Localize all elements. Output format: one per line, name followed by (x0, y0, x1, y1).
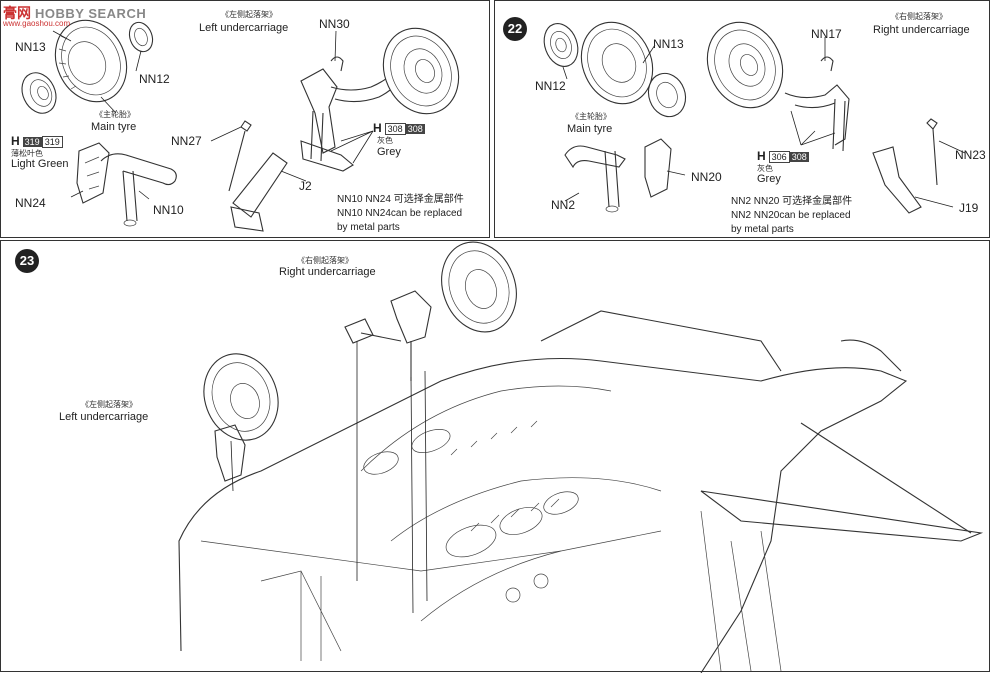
hub-nn13-illustration (21, 72, 57, 114)
paint-grey-right-en: Grey (757, 173, 781, 185)
strut-parts-left-illustration (76, 142, 177, 227)
part-label-nn12-right: NN12 (535, 79, 566, 93)
paint-light-green-en: Light Green (11, 158, 69, 170)
metal-parts-note-line3: by metal parts (337, 222, 400, 233)
step-22-panel: 22 《右侧起落架》 Right undercarriage NN12 NN13… (494, 0, 990, 238)
right-undercarriage-title-cn: 《右侧起落架》 (891, 12, 947, 21)
left-undercarriage-title-en: Left undercarriage (199, 22, 289, 34)
main-leg-right-illustration (784, 56, 938, 214)
strut-parts-right-illustration (564, 138, 672, 213)
hub-nn13-right-illustration (647, 72, 687, 118)
part-label-nn20: NN20 (691, 170, 722, 184)
main-tyre-right-illustration (580, 21, 654, 105)
part-label-nn10: NN10 (153, 203, 184, 217)
hub-nn12-illustration (128, 21, 154, 53)
part-label-j2: J2 (299, 179, 312, 193)
part-label-nn30: NN30 (319, 17, 350, 31)
left-undercarriage-assembly-label-cn: 《左侧起落架》 (81, 400, 137, 409)
step-number-badge-22: 22 (503, 17, 527, 41)
metal-parts-note-right-line2: NN2 NN20can be replaced (731, 210, 851, 221)
step-number-badge-23: 23 (15, 249, 39, 273)
part-label-nn13: NN13 (15, 40, 46, 54)
part-label-nn24: NN24 (15, 196, 46, 210)
part-label-nn23: NN23 (955, 148, 986, 162)
main-tyre-right-label-cn: 《主轮胎》 (571, 112, 611, 121)
left-undercarriage-title-cn: 《左侧起落架》 (221, 10, 277, 19)
step-23-panel: 23 《右侧起落架》 Right undercarriage 《左侧起落架》 L… (0, 240, 990, 673)
aircraft-fuselage-illustration (178, 310, 984, 673)
main-tyre-label-cn: 《主轮胎》 (95, 110, 135, 119)
metal-parts-note-line1: NN10 NN24 可选择金属部件 (337, 194, 464, 205)
paint-grey-left-en: Grey (377, 146, 401, 158)
right-undercarriage-assembly-label-cn: 《右侧起落架》 (297, 256, 353, 265)
paint-light-green-cn: 薄松叶色 (11, 149, 43, 158)
paint-grey-right-cn: 灰色 (757, 164, 773, 173)
paint-grey-left-cn: 灰色 (377, 136, 393, 145)
engine-bay-illustration (363, 429, 579, 558)
part-label-nn27: NN27 (171, 134, 202, 148)
part-label-nn12: NN12 (139, 72, 170, 86)
main-tyre-right-label-en: Main tyre (567, 123, 613, 135)
tyre-on-leg-right-illustration (706, 21, 784, 109)
right-undercarriage-wheel-illustration (344, 241, 517, 381)
step-21-drawing (21, 19, 460, 232)
right-undercarriage-title-en: Right undercarriage (873, 24, 970, 36)
main-tyre-label-en: Main tyre (91, 121, 137, 133)
metal-parts-note-line2: NN10 NN24can be replaced (337, 208, 463, 219)
part-label-nn13-right: NN13 (653, 37, 684, 51)
hub-nn12-right-illustration (543, 23, 579, 67)
right-undercarriage-assembly-label-en: Right undercarriage (279, 266, 376, 278)
metal-parts-note-right-line3: by metal parts (731, 224, 794, 235)
tyre-on-leg-left-illustration (382, 27, 460, 115)
main-leg-left-illustration (228, 56, 398, 232)
metal-parts-note-right-line1: NN2 NN20 可选择金属部件 (731, 196, 853, 207)
step-23-drawing (178, 241, 984, 673)
part-label-nn17: NN17 (811, 27, 842, 41)
part-label-nn2: NN2 (551, 198, 576, 212)
main-tyre-left-illustration (54, 19, 128, 103)
left-undercarriage-assembly-label-en: Left undercarriage (59, 411, 149, 423)
part-label-j19: J19 (959, 201, 979, 215)
left-undercarriage-wheel-illustration (203, 353, 279, 482)
step-22-drawing (543, 21, 966, 214)
